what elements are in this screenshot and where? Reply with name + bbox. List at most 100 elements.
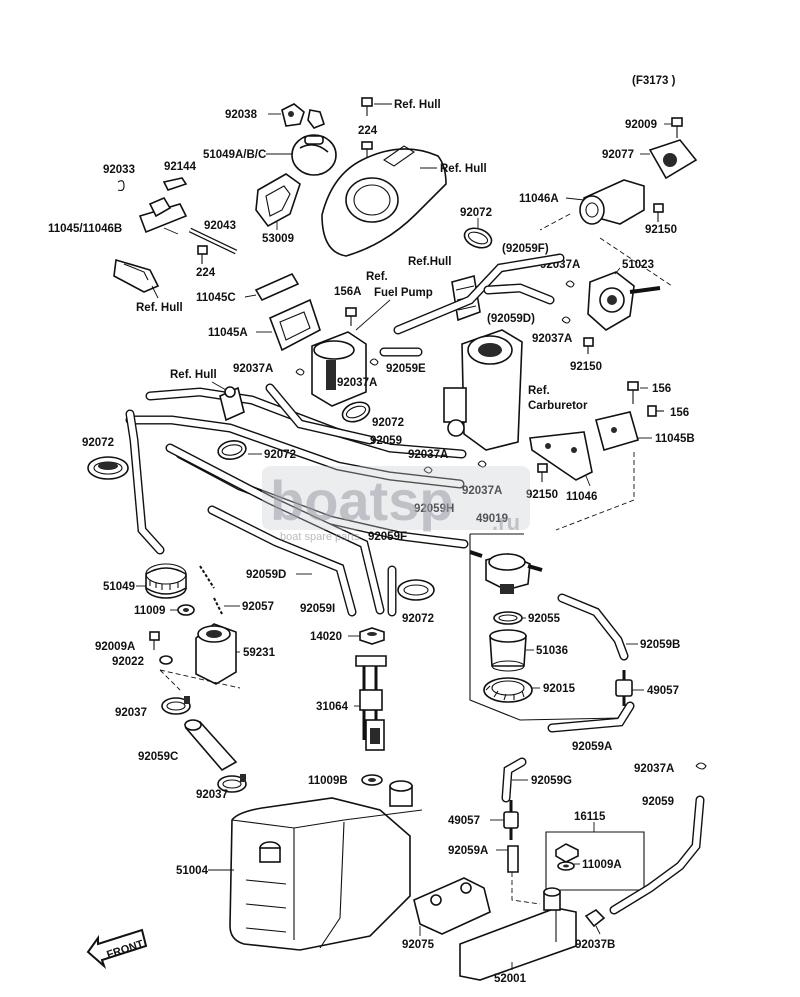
part-156-bolt-r <box>647 405 664 417</box>
part-92072-clamp-low <box>397 579 435 601</box>
label-92072-top: 92072 <box>460 207 492 219</box>
label-92077: 92077 <box>602 149 634 161</box>
label-14020: 14020 <box>310 631 342 643</box>
label-ref-fuel-pump-2: Fuel Pump <box>374 287 433 299</box>
part-92055-oring <box>493 611 523 625</box>
label-92037a-far: 92037A <box>634 763 674 775</box>
part-92022-washer <box>159 655 173 665</box>
part-92150-bolt-mid <box>583 337 594 354</box>
label-92038: 92038 <box>225 109 258 121</box>
label-92059i: 92059I <box>300 603 335 615</box>
label-224-top: 224 <box>358 125 378 137</box>
watermark-logo: boatsp .ru boat spare parts <box>262 466 530 543</box>
label-92057: 92057 <box>242 601 274 613</box>
label-92150-low: 92150 <box>526 489 558 501</box>
label-11046: 11046 <box>566 491 597 503</box>
part-92059a-tube <box>507 845 519 873</box>
label-92072-low: 92072 <box>402 613 434 625</box>
part-51049abc-cap <box>291 134 337 176</box>
part-92038-clip <box>281 103 325 129</box>
label-ref-hull-hose: Ref. Hull <box>170 369 217 381</box>
part-lower-bracket-left <box>113 258 160 293</box>
part-92043-rod <box>188 227 238 255</box>
label-16115: 16115 <box>574 811 606 823</box>
label-52001: 52001 <box>494 973 527 985</box>
part-92059c-tube <box>184 719 238 772</box>
label-156-r: 156 <box>670 407 689 419</box>
label-51004: 51004 <box>176 865 209 877</box>
part-59231-filler <box>195 623 237 685</box>
label-92037a-m2: 92037A <box>462 485 502 497</box>
label-92037a-m: 92037A <box>408 449 448 461</box>
label-92059-far: 92059 <box>642 796 674 808</box>
label-ref-hull-mid: Ref. Hull <box>440 163 487 175</box>
part-11009-washer <box>177 604 195 616</box>
part-49057-valve-c <box>503 800 519 840</box>
figure-code: (F3173 ) <box>632 75 676 87</box>
part-11045b-bracket <box>595 411 639 451</box>
label-92059h: 92059H <box>414 503 454 515</box>
part-92072-clamp-c <box>341 401 371 423</box>
part-49019-valve <box>469 550 543 594</box>
label-53009: 53009 <box>262 233 294 245</box>
part-92037a-clip-far <box>695 762 707 770</box>
part-92057-cord <box>199 565 223 615</box>
label-11009b: 11009B <box>308 775 348 787</box>
label-92059f-paren: (92059F) <box>502 243 549 255</box>
label-92059f: 92059F <box>368 531 407 543</box>
label-92037b: 92037B <box>575 939 615 951</box>
label-92037-b: 92037 <box>196 789 228 801</box>
part-11046a-elbow <box>579 179 645 225</box>
label-ref-fuel-pump-1: Ref. <box>366 271 388 283</box>
part-92033-clip <box>117 180 125 192</box>
part-92075-bracket <box>413 877 491 935</box>
part-53009-bracket <box>255 173 301 228</box>
part-92150-bolt-low <box>537 463 548 482</box>
part-92144-band <box>162 177 188 191</box>
label-92059e: 92059E <box>386 363 426 375</box>
label-51049abc: 51049A/B/C <box>203 149 266 161</box>
part-92077-plate <box>648 139 698 180</box>
label-11045c: 11045C <box>196 292 236 304</box>
label-92144: 92144 <box>164 161 197 173</box>
label-92055: 92055 <box>528 613 561 625</box>
part-14020-nut <box>359 627 385 645</box>
label-92059b: 92059B <box>640 639 680 651</box>
part-ref-hull-hose-clip <box>219 386 245 422</box>
label-ref-hull-top: Ref. Hull <box>394 99 441 111</box>
label-92037a-l: 92037A <box>233 363 273 375</box>
label-92015: 92015 <box>543 683 576 695</box>
label-92072-c: 92072 <box>372 417 404 429</box>
label-92009a: 92009A <box>95 641 135 653</box>
label-92150-top: 92150 <box>645 224 677 236</box>
part-92037a-clip-l <box>295 368 305 376</box>
label-92075: 92075 <box>402 939 435 951</box>
label-ref-hull-pump: Ref.Hull <box>408 256 451 268</box>
part-224-bolt-left <box>197 245 208 264</box>
label-92072-l: 92072 <box>82 437 114 449</box>
label-92059: 92059 <box>370 435 402 447</box>
part-11045-mount <box>138 196 188 234</box>
label-92037a-c: 92037A <box>337 377 377 389</box>
part-156-bolt-top <box>627 381 639 404</box>
part-92150-bolt-top <box>653 203 664 222</box>
part-11045c-plate <box>254 272 300 302</box>
watermark-suffix: .ru <box>492 510 520 535</box>
part-11009a-washer <box>557 861 575 871</box>
label-224-left: 224 <box>196 267 216 279</box>
label-51023: 51023 <box>622 259 654 271</box>
label-156a: 156A <box>334 286 362 298</box>
part-92037a-clip-m2 <box>477 460 487 468</box>
label-92059d: 92059D <box>246 569 286 581</box>
part-92037-clamp-a <box>161 696 191 715</box>
label-ref-hull-left: Ref. Hull <box>136 302 183 314</box>
label-92150-mid: 92150 <box>570 361 602 373</box>
part-11045a-gasket <box>268 298 321 352</box>
part-92037a-clip-r2 <box>561 316 571 324</box>
label-59231: 59231 <box>243 647 276 659</box>
label-49019: 49019 <box>476 513 508 525</box>
bolt-ref-hull-top <box>361 97 373 116</box>
part-92072-clamp-top <box>463 227 493 249</box>
label-11009: 11009 <box>134 605 165 617</box>
part-92037a-clip-r1 <box>565 280 575 288</box>
